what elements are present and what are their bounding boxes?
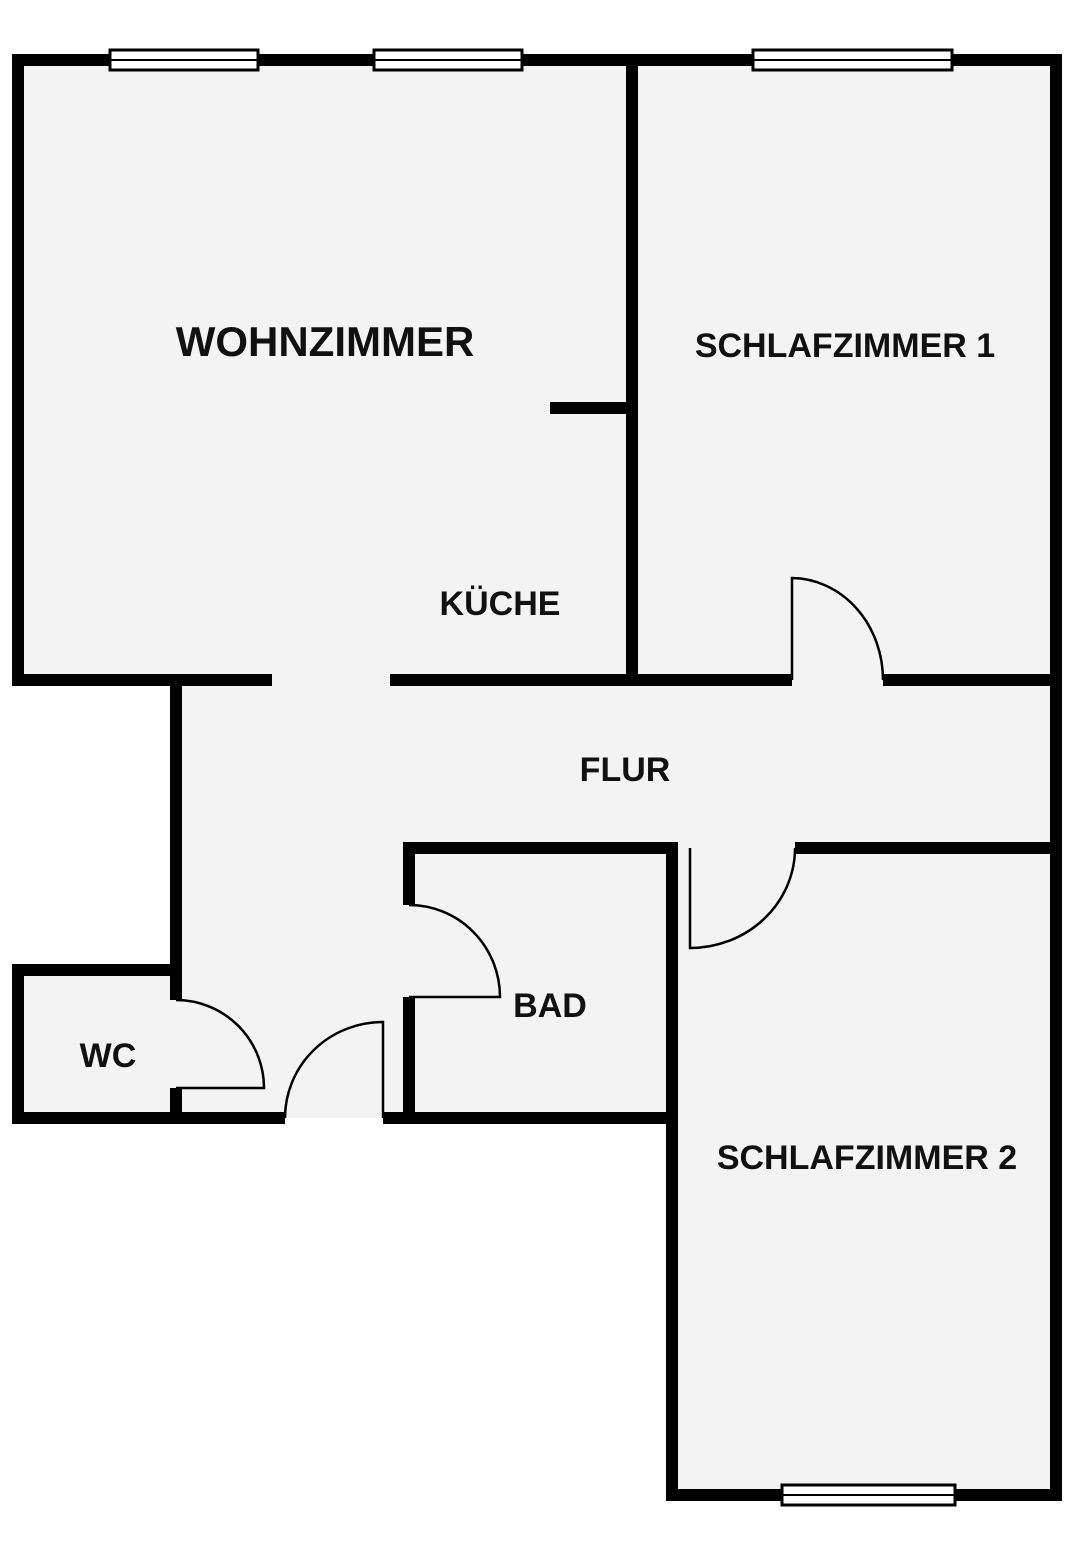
wall-mid-1 <box>12 674 272 686</box>
windows <box>108 48 957 1507</box>
room-label-wc: WC <box>80 1037 137 1075</box>
wall-bedroom2-top <box>795 842 1060 854</box>
door-bedroom2-icon <box>688 847 797 950</box>
doors <box>175 576 885 1119</box>
door-wc-icon <box>175 998 266 1090</box>
room-label-schlafzimmer-1: SCHLAFZIMMER 1 <box>695 327 995 365</box>
wall-wc-left <box>12 964 24 1124</box>
wall-kitchen-stub <box>550 402 632 414</box>
window-icon <box>780 1483 957 1507</box>
wall-flur-left-upper <box>170 680 182 1000</box>
door-entrance-icon <box>283 1020 385 1119</box>
door-bad-icon <box>408 903 502 999</box>
wall-bedroom2-left <box>666 842 678 1501</box>
room-label-bad: BAD <box>513 987 587 1025</box>
wall-mid-2 <box>390 674 792 686</box>
floor-area <box>18 60 1055 1495</box>
wall-bottom-left <box>12 1112 285 1124</box>
room-label-wohnzimmer: WOHNZIMMER <box>176 318 475 365</box>
window-icon <box>751 48 954 72</box>
wall-bad-top <box>403 842 678 854</box>
wall-mid-3 <box>883 674 1060 686</box>
wall-bottom-mid <box>383 1112 678 1124</box>
window-icon <box>108 48 260 72</box>
room-label-kueche: KÜCHE <box>440 585 561 623</box>
wall-bad-left-upper <box>403 842 415 905</box>
wall-divider-living-bedroom <box>626 60 638 686</box>
room-label-flur: FLUR <box>580 751 671 789</box>
wall-wc-top <box>12 964 182 976</box>
window-icon <box>372 48 524 72</box>
room-label-schlafzimmer-2: SCHLAFZIMMER 2 <box>717 1139 1017 1177</box>
door-bedroom1-icon <box>790 576 885 681</box>
wall-bad-left-lower <box>403 997 415 1118</box>
wall-right <box>1050 54 1062 1501</box>
wall-left <box>12 54 24 686</box>
